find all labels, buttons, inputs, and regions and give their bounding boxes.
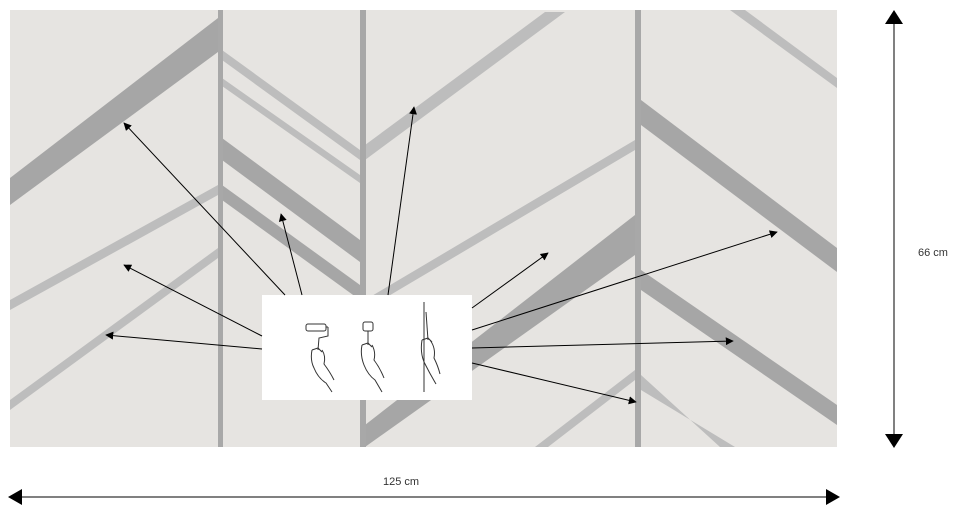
pointer-arrow — [471, 252, 549, 309]
chevron-stripe — [365, 12, 565, 160]
pointer-arrow — [471, 362, 637, 405]
chevron-stripe — [641, 270, 837, 425]
chevron-stripe — [730, 10, 837, 88]
chevron-stripe — [222, 50, 360, 160]
pointer-arrow — [105, 331, 263, 350]
height-dimension: 66 cm — [885, 10, 948, 448]
arrow-up-icon — [885, 10, 903, 24]
chevron-stripe — [641, 100, 837, 272]
chevron-stripe — [222, 138, 360, 262]
height-label: 66 cm — [918, 247, 948, 259]
chevron-stripe — [222, 185, 360, 300]
small-roller-icon — [360, 321, 385, 393]
strip-seam — [218, 10, 223, 447]
arrow-left-icon — [8, 489, 22, 505]
width-label: 125 cm — [383, 476, 419, 488]
pointer-arrow — [123, 264, 263, 337]
pointer-arrows — [105, 106, 778, 405]
chevron-stripe — [222, 78, 360, 183]
finger-press-icon — [420, 302, 441, 392]
pointer-arrow — [278, 213, 303, 296]
instruction-box — [262, 295, 472, 400]
chevron-stripe — [10, 248, 218, 410]
chevron-stripe — [10, 185, 218, 310]
arrow-down-icon — [885, 434, 903, 448]
paint-roller-icon — [305, 323, 335, 393]
chevron-stripe — [365, 140, 635, 310]
wallpaper-panel — [10, 10, 837, 447]
pointer-arrow — [471, 230, 778, 331]
pointer-arrow — [387, 106, 417, 296]
strip-seam — [635, 10, 641, 447]
chevron-stripe — [535, 370, 635, 447]
chevron-stripe — [10, 18, 218, 205]
width-dimension: 125 cm — [8, 476, 840, 505]
arrow-right-icon — [826, 489, 840, 505]
pointer-arrow — [471, 337, 734, 349]
strip-seam — [360, 10, 366, 447]
pointer-arrow — [123, 122, 286, 296]
